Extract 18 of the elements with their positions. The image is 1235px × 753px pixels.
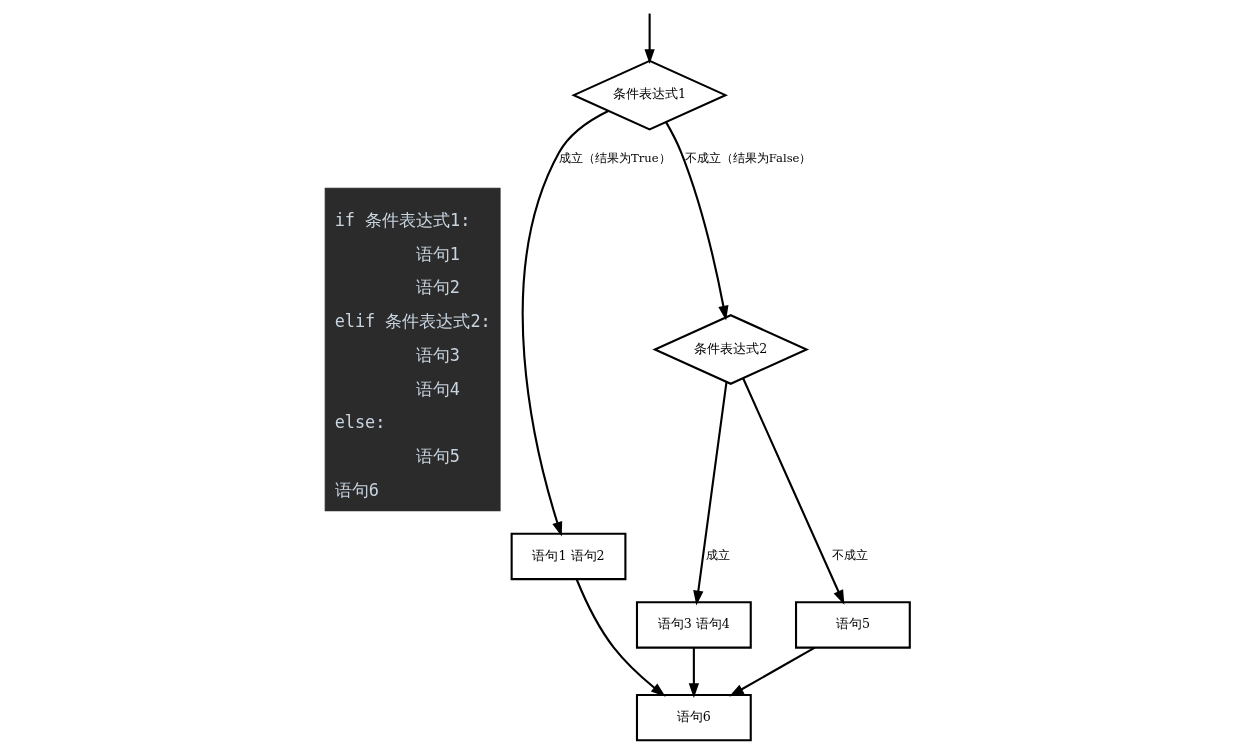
edge-label: 不成立 (831, 548, 868, 563)
arrow (521, 110, 609, 537)
arrow (665, 121, 729, 321)
arrow (729, 646, 816, 697)
arrow (688, 647, 700, 699)
edge-label: 成立（结果为True） (559, 150, 671, 165)
arrow (644, 13, 655, 64)
arrow (742, 377, 845, 605)
arrow (575, 578, 666, 697)
node-diamond: 条件表达式2 (652, 314, 810, 385)
edge-label: 成立 (705, 548, 730, 563)
node-box: 语句1 语句2 (510, 532, 627, 581)
edge-label: 不成立（结果为False） (684, 150, 812, 165)
node-box: 语句6 (635, 693, 752, 742)
node-diamond: 条件表达式1 (571, 59, 729, 131)
node-box: 语句5 (794, 601, 911, 649)
arrow (693, 381, 728, 606)
node-box: 语句3 语句4 (635, 601, 752, 649)
